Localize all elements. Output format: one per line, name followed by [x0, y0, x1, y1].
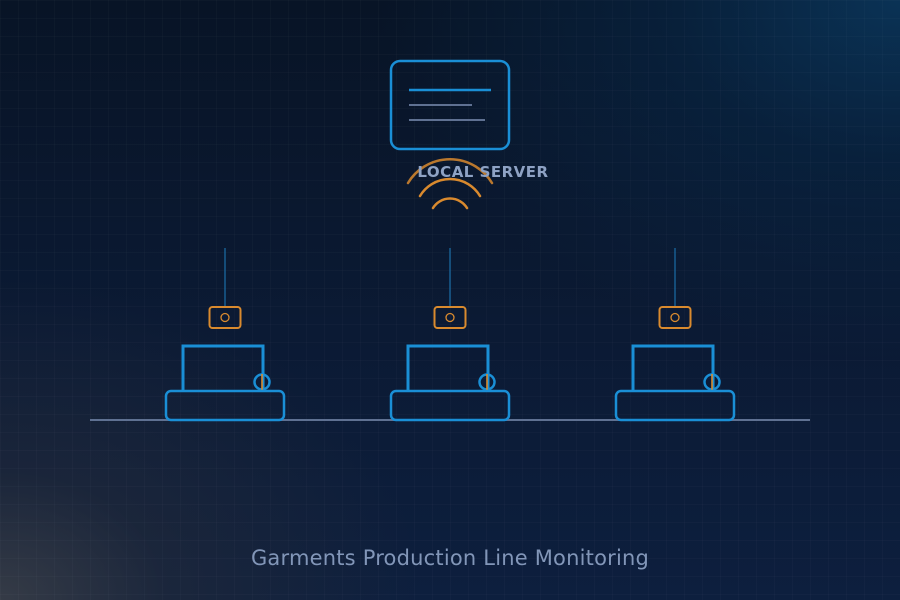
sensor-icon: [658, 306, 692, 329]
station-3: [614, 248, 736, 422]
station-2: [389, 248, 511, 422]
sewing-machine-icon: [614, 344, 736, 422]
sewing-machine-icon: [164, 344, 286, 422]
station-1: [164, 248, 286, 422]
server-icon: [389, 59, 511, 151]
diagram-caption: Garments Production Line Monitoring: [250, 546, 650, 570]
sensor-icon: [433, 306, 467, 329]
wifi-signal-icon: [406, 157, 494, 210]
server-label: LOCAL SERVER: [417, 163, 548, 181]
sewing-machine-icon: [389, 344, 511, 422]
local-server: [389, 59, 511, 151]
sensor-icon: [208, 306, 242, 329]
